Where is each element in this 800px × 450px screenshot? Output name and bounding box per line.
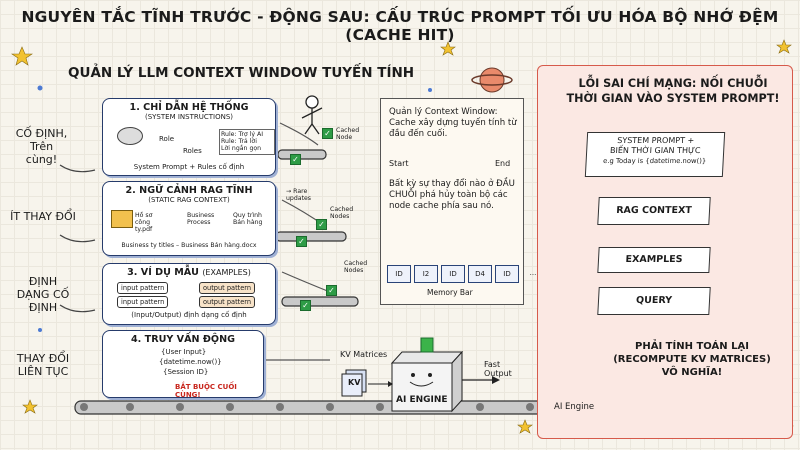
roles-label: Roles	[183, 147, 202, 155]
output-pattern-1: output pattern	[199, 282, 256, 294]
star-icon	[776, 39, 792, 54]
start-label: Start	[389, 159, 409, 168]
ai-engine-cube	[390, 337, 500, 413]
memory-cell: ID	[495, 265, 519, 283]
layer-examples: 3. VÍ DỤ MẪU (EXAMPLES) input pattern ou…	[102, 263, 276, 325]
star-icon	[440, 41, 456, 56]
sparkle-icon	[37, 85, 43, 91]
layer-subheading: (SYSTEM INSTRUCTIONS)	[144, 113, 233, 121]
doc-business-process: Business Process	[187, 212, 215, 227]
layer-heading: 4. TRUY VẤN ĐỘNG	[131, 334, 235, 345]
check-icon: ✓	[290, 154, 301, 165]
label-continuous-change: THAY ĐỔI LIÊN TỤC	[16, 352, 70, 378]
examples-box: EXAMPLES	[597, 247, 711, 273]
layer-heading-row: 3. VÍ DỤ MẪU (EXAMPLES)	[103, 267, 275, 278]
ai-engine-label: AI ENGINE	[396, 395, 448, 405]
cached-nodes-label: Cached Nodes	[330, 206, 354, 221]
star-icon	[22, 399, 38, 414]
conveyor-belt	[277, 149, 327, 160]
layer-subheading: (STATIC RAG CONTEXT)	[148, 196, 230, 204]
layer-footer: (Input/Output) định dạng cố định	[131, 311, 247, 319]
memory-bar-label: Memory Bar	[427, 288, 473, 297]
label-fixed-format: ĐỊNH DẠNG CỐ ĐỊNH	[16, 275, 70, 314]
kv-matrices-label: KV Matrices	[340, 350, 388, 359]
layer-dynamic-query: 4. TRUY VẤN ĐỘNG {User Input} {datetime.…	[102, 330, 264, 399]
check-icon: ✓	[316, 219, 327, 230]
user-input-var: {User Input}	[161, 348, 207, 356]
input-pattern-2: input pattern	[117, 296, 169, 308]
conveyor-belt	[275, 231, 347, 242]
context-window-panel: Quản lý Context Window: Cache xây dựng t…	[380, 98, 536, 305]
layer-subheading: (EXAMPLES)	[202, 268, 251, 277]
end-label: End	[495, 159, 511, 168]
memory-cell: ID	[441, 265, 465, 283]
layer-footer: Business ty titles – Business Bán hàng.d…	[121, 242, 257, 249]
query-box: QUERY	[597, 287, 711, 315]
planet-icon	[471, 67, 513, 93]
context-panel-text: Quản lý Context Window: Cache xây dựng t…	[389, 107, 517, 140]
must-be-last-warning: BẮT BUỘC CUỐI CÙNG!	[175, 383, 237, 399]
cache-break-warning: Bất kỳ sự thay đổi nào ở ĐẦU CHUỖI phá h…	[389, 179, 515, 211]
memory-cell-ellipsis: ...	[529, 269, 537, 277]
role-label: Role	[159, 135, 175, 143]
sys-line-1: SYSTEM PROMPT +	[617, 136, 695, 145]
doc-company-profile: Hồ sơ công ty.pdf	[135, 212, 153, 234]
check-icon: ✓	[300, 300, 311, 311]
system-prompt-time-box: SYSTEM PROMPT + BIẾN THỜI GIAN THỰC e.g …	[584, 132, 726, 177]
check-icon: ✓	[322, 128, 333, 139]
section-subtitle: QUẢN LÝ LLM CONTEXT WINDOW TUYẾN TÍNH	[68, 65, 415, 81]
session-id-var: {Session ID}	[163, 368, 209, 376]
brain-icon	[117, 127, 143, 145]
label-rarely-changes: ÍT THAY ĐỔI	[10, 210, 76, 223]
output-pattern-2: output pattern	[199, 296, 256, 308]
rules-note: Rule: Trợ lý AI Rule: Trả lời Lời ngắn g…	[219, 129, 275, 155]
page-title: NGUYÊN TẮC TĨNH TRƯỚC - ĐỘNG SAU: CẤU TR…	[21, 8, 779, 44]
context-panel-body: Cache xây dựng tuyến tính từ đầu đến cuố…	[389, 118, 517, 139]
layer-heading: 1. CHỈ DẪN HỆ THỐNG	[129, 102, 249, 113]
folder-icon	[111, 210, 133, 228]
memory-cell: I2	[414, 265, 438, 283]
stick-figure-icon	[301, 95, 323, 135]
layer-heading: 2. NGỮ CẢNH RAG TĨNH	[125, 185, 253, 196]
datetime-var: {datetime.now()}	[159, 358, 222, 366]
context-panel-heading: Quản lý Context Window:	[389, 107, 498, 117]
check-icon: ✓	[326, 285, 337, 296]
cached-node-label: Cached Node	[336, 127, 360, 142]
error-heading: LỖI SAI CHÍ MẠNG: NỐI CHUỖI THỜI GIAN VÀ…	[566, 77, 780, 105]
layer-system-instructions: 1. CHỈ DẪN HỆ THỐNG (SYSTEM INSTRUCTIONS…	[102, 98, 276, 176]
broken-engine-label: AI Engine	[554, 402, 595, 412]
label-fixed: CỐ ĐỊNH, Trên cùng!	[15, 127, 68, 166]
layer-static-rag: 2. NGỮ CẢNH RAG TĨNH (STATIC RAG CONTEXT…	[102, 181, 276, 256]
rag-context-box: RAG CONTEXT	[597, 197, 711, 225]
rare-updates-label: → Rare updates	[286, 188, 312, 203]
sparkle-icon	[38, 328, 42, 332]
kv-box-label: KV	[348, 378, 361, 387]
layer-footer: System Prompt + Rules cố định	[133, 163, 245, 171]
star-icon	[11, 46, 33, 66]
conveyor-belt	[281, 296, 359, 307]
fast-output-label: Fast Output	[484, 360, 512, 378]
sparkle-icon	[428, 88, 432, 92]
doc-sales-process: Quy trình Bán hàng	[233, 212, 263, 227]
layer-heading: 3. VÍ DỤ MẪU	[127, 267, 199, 278]
check-icon: ✓	[296, 236, 307, 247]
kv-matrices-stack	[341, 369, 393, 397]
cached-nodes-label-2: Cached Nodes	[344, 260, 368, 275]
star-icon	[517, 419, 533, 434]
critical-error-panel: LỖI SAI CHÍ MẠNG: NỐI CHUỖI THỜI GIAN VÀ…	[537, 65, 793, 439]
sys-line-2: BIẾN THỜI GIAN THỰC	[609, 146, 701, 155]
recompute-warning: PHẢI TÍNH TOÁN LẠI (RECOMPUTE KV MATRICE…	[613, 341, 771, 378]
sys-line-3: e.g Today is {datetime.now()}	[602, 157, 707, 165]
conveyor-belt	[74, 400, 546, 415]
input-pattern-1: input pattern	[117, 282, 169, 294]
memory-cell: ID	[387, 265, 411, 283]
memory-bar: ID I2 ID D4 ID ...	[387, 265, 544, 283]
memory-cell: D4	[468, 265, 492, 283]
